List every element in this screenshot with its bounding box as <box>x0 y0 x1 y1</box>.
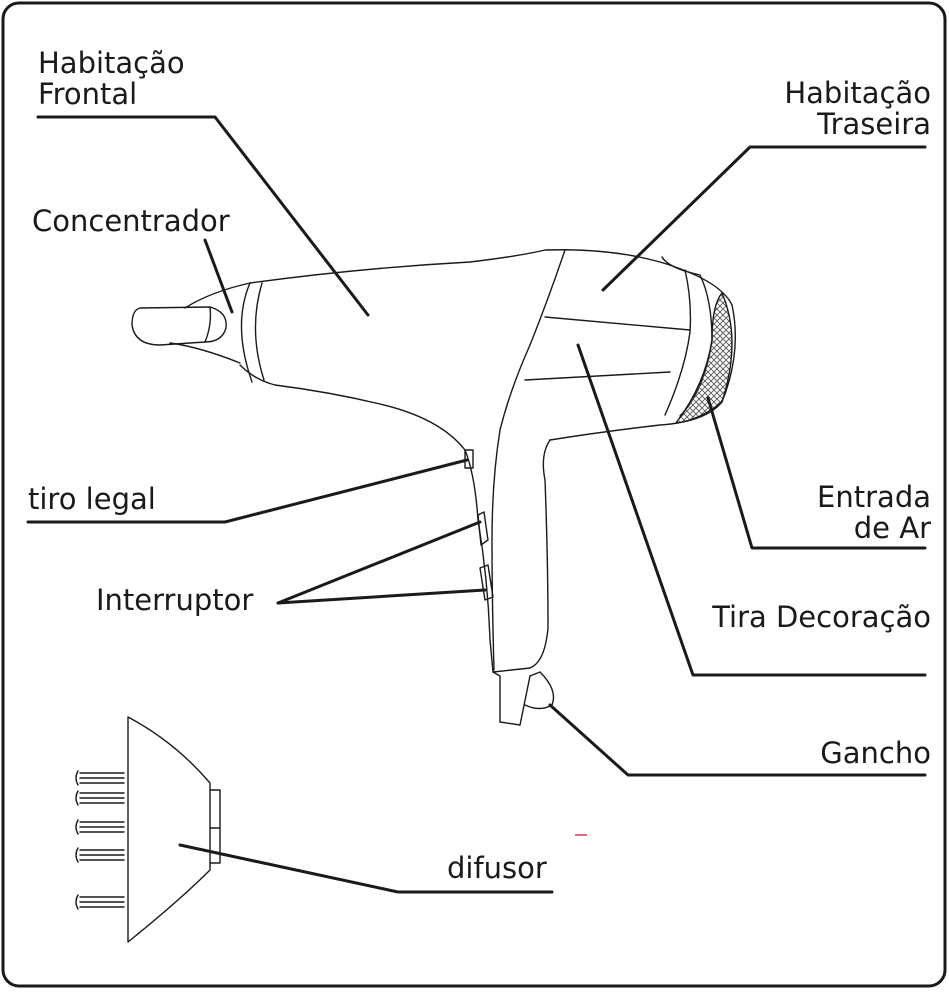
label-difusor: difusor <box>447 853 547 884</box>
leader-habitacao-traseira <box>603 147 925 290</box>
label-interruptor: Interruptor <box>96 585 253 616</box>
label-entrada-de-ar-line2: de Ar <box>817 513 931 544</box>
diffuser-prongs <box>76 771 124 909</box>
diffuser <box>128 717 210 942</box>
label-gancho: Gancho <box>820 738 931 769</box>
label-habitacao-frontal: Habitação Frontal <box>38 48 185 110</box>
label-entrada-de-ar-line1: Entrada <box>817 482 931 513</box>
handle <box>465 450 493 672</box>
label-habitacao-frontal-line2: Frontal <box>38 79 185 110</box>
leader-concentrador <box>205 240 232 312</box>
label-tira-decoracao: Tira Decoração <box>712 602 931 633</box>
label-habitacao-frontal-line1: Habitação <box>38 48 185 79</box>
label-tiro-legal: tiro legal <box>28 484 156 515</box>
label-habitacao-traseira-line2: Traseira <box>784 109 931 140</box>
switch-upper <box>478 512 488 545</box>
label-entrada-de-ar: Entrada de Ar <box>817 482 931 544</box>
label-habitacao-traseira: Habitação Traseira <box>784 78 931 140</box>
label-habitacao-traseira-line1: Habitação <box>784 78 931 109</box>
label-concentrador: Concentrador <box>32 206 230 237</box>
concentrator-nozzle <box>132 307 226 345</box>
